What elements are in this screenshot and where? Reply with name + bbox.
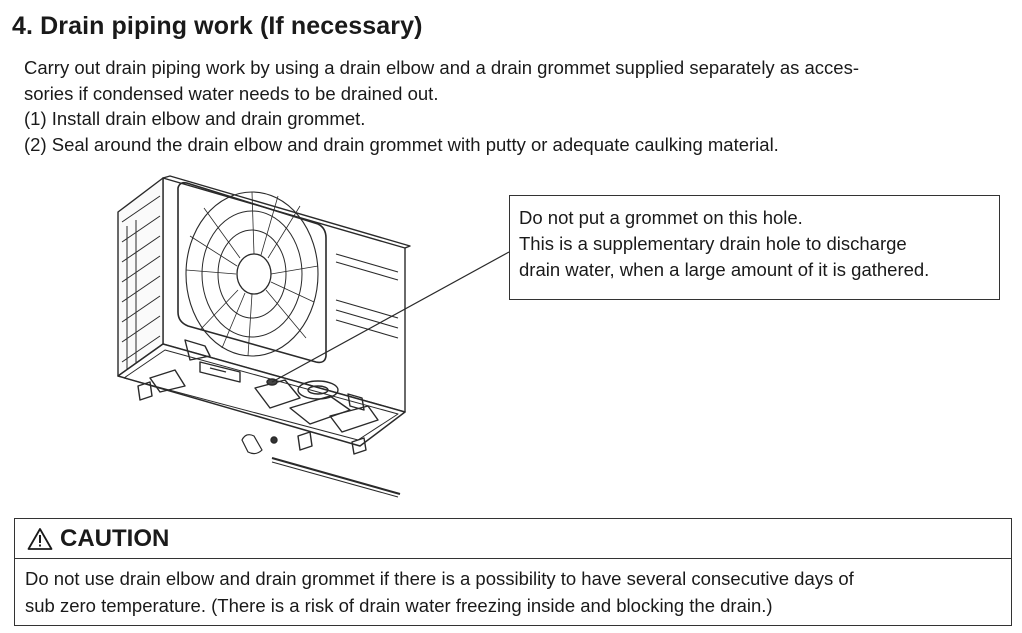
step-2: (2) Seal around the drain elbow and drai… <box>24 133 779 155</box>
note-line-2: This is a supplementary drain hole to di… <box>519 233 907 254</box>
caution-line-2: sub zero temperature. (There is a risk o… <box>25 595 773 616</box>
caution-line-1: Do not use drain elbow and drain grommet… <box>25 568 854 589</box>
note-line-1: Do not put a grommet on this hole. <box>519 207 803 228</box>
caution-header: CAUTION <box>15 519 1011 559</box>
outdoor-unit-illustration <box>117 175 411 498</box>
note-line-3: drain water, when a large amount of it i… <box>519 259 930 280</box>
warning-triangle-icon <box>27 527 53 550</box>
step-1: (1) Install drain elbow and drain gromme… <box>24 108 366 129</box>
intro-line-1: Carry out drain piping work by using a d… <box>24 57 859 78</box>
caution-title: CAUTION <box>60 524 170 552</box>
callout-note: Do not put a grommet on this hole. This … <box>509 195 1000 300</box>
intro-text: Carry out drain piping work by using a d… <box>24 55 1009 157</box>
intro-line-2: sories if condensed water needs to be dr… <box>24 82 439 104</box>
caution-body: Do not use drain elbow and drain grommet… <box>15 559 1011 619</box>
section-heading: 4. Drain piping work (If necessary) <box>12 12 423 40</box>
caution-box: CAUTION Do not use drain elbow and drain… <box>14 518 1012 626</box>
